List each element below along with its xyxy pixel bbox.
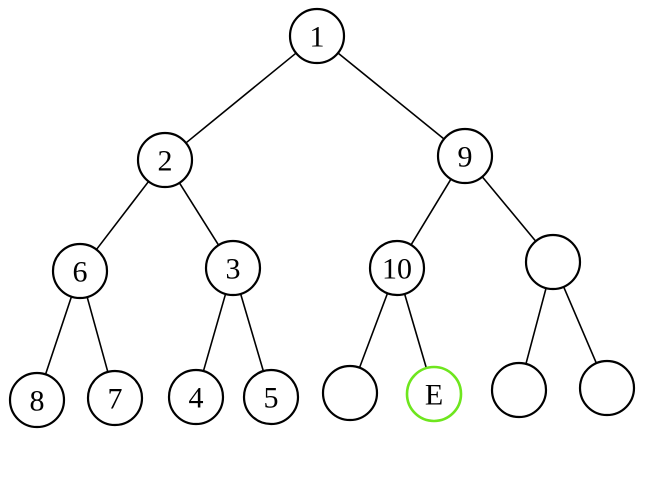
node-circle [86, 369, 144, 427]
node-circle [321, 364, 379, 422]
tree-edge [178, 182, 220, 246]
node-circle [524, 233, 582, 291]
node-label: 5 [264, 382, 279, 415]
node-circle [51, 242, 109, 300]
node-circle [490, 361, 548, 419]
tree-edge [202, 293, 227, 372]
tree-edge [86, 296, 109, 373]
tree-edge [481, 176, 537, 242]
node-label: 7 [108, 383, 123, 416]
node-circle [578, 359, 636, 417]
tree-edge [337, 52, 445, 140]
node-circle [288, 7, 346, 65]
tree-edge [358, 292, 389, 369]
tree-node-2: 2 [136, 131, 194, 189]
tree-node-1: 1 [288, 7, 346, 65]
tree-node-3: 3 [204, 239, 262, 297]
tree-edge [239, 293, 265, 372]
tree-node-8: 8 [8, 371, 66, 429]
node-circle [242, 368, 300, 426]
node-label: 6 [73, 256, 88, 289]
node-circle [167, 368, 225, 426]
tree-edge [410, 178, 452, 246]
tree-edge [525, 287, 547, 365]
node-circle [8, 371, 66, 429]
node-label: 9 [458, 141, 473, 174]
tree-node-7: 7 [86, 369, 144, 427]
tree-edge [44, 296, 73, 375]
tree-node-6: 6 [51, 242, 109, 300]
node-label: 2 [158, 145, 173, 178]
tree-node-empty [321, 364, 379, 422]
tree-edge [185, 52, 297, 144]
tree-node-empty [578, 359, 636, 417]
tree-node-4: 4 [167, 368, 225, 426]
node-circle [436, 127, 494, 185]
node-label: E [425, 379, 443, 412]
tree-node-10: 10 [368, 239, 426, 297]
tree-edge [95, 180, 150, 251]
highlighted-node-circle [405, 365, 463, 423]
tree-node-e: E [405, 365, 463, 423]
tree-edge [562, 286, 598, 364]
tree-node-empty [490, 361, 548, 419]
tree-node-9: 9 [436, 127, 494, 185]
tree-node-empty [524, 233, 582, 291]
node-circle [204, 239, 262, 297]
node-label: 10 [382, 253, 412, 286]
node-circle [368, 239, 426, 297]
tree-node-5: 5 [242, 368, 300, 426]
tree-edge [403, 293, 428, 369]
node-label: 3 [226, 253, 241, 286]
edges [44, 52, 598, 375]
node-circle [136, 131, 194, 189]
node-label: 1 [310, 21, 325, 54]
node-label: 8 [30, 385, 45, 418]
node-label: 4 [189, 382, 204, 415]
